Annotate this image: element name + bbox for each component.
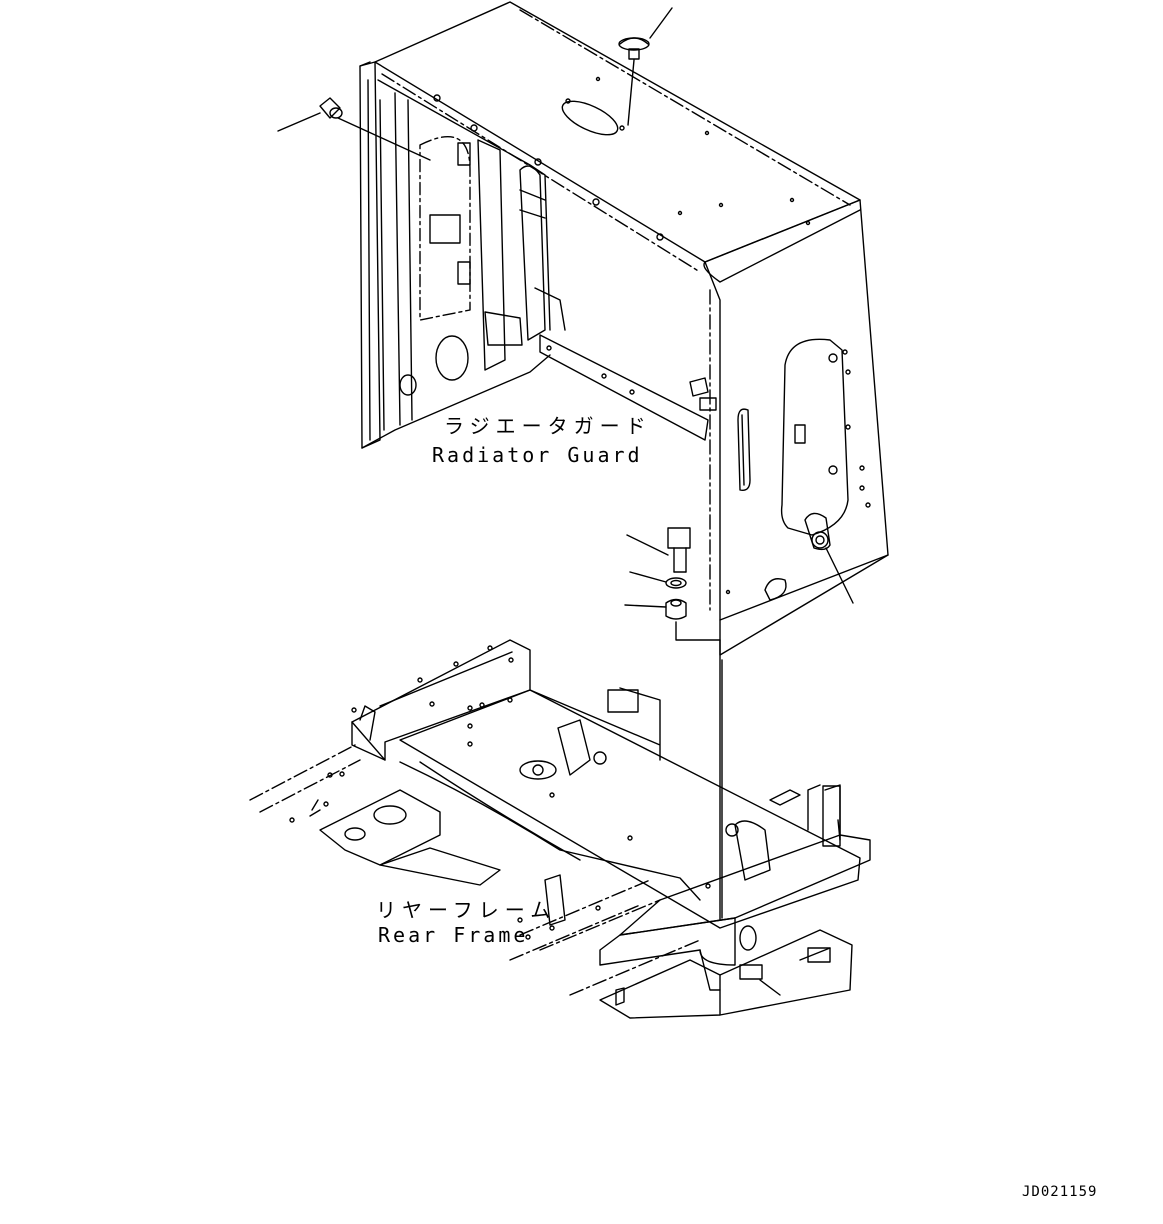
rear-frame — [250, 640, 870, 1018]
rear-frame-label-en: Rear Frame — [378, 923, 529, 947]
guard-right-panel — [705, 200, 888, 655]
left-mount-bracket — [320, 790, 440, 865]
right-grommet — [805, 513, 853, 603]
top-cover-plate — [558, 94, 623, 141]
guard-left-frame — [360, 62, 380, 448]
left-plug — [278, 98, 430, 160]
radiator-guard-label-jp: ラジエータガード — [444, 414, 652, 438]
bolt-washer-spacer — [625, 528, 720, 920]
access-door — [782, 339, 848, 535]
rear-frame-lower-structure — [600, 960, 720, 1018]
guard-top-panel — [375, 2, 860, 262]
rear-frame-cross-member — [400, 690, 860, 928]
drawing-number: JD021159 — [1022, 1184, 1098, 1200]
radiator-guard-label-en: Radiator Guard — [432, 443, 643, 467]
rear-frame-label-jp: リヤーフレーム — [376, 898, 557, 922]
top-plug — [619, 8, 672, 125]
grab-handle — [738, 409, 750, 490]
guard-base-member — [540, 335, 708, 440]
radiator-guard — [360, 2, 888, 655]
